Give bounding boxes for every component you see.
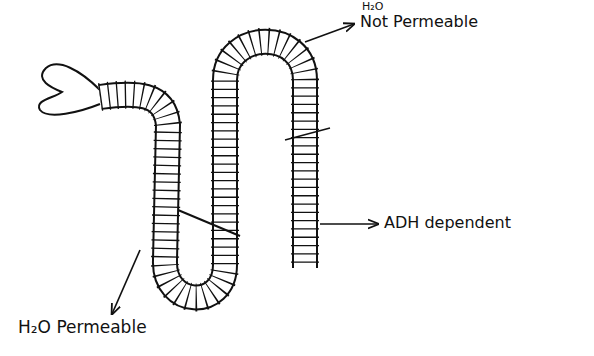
leader-line [305,24,354,42]
segment-mark [178,210,240,236]
callout-label: ADH dependent [384,214,511,232]
leader-line [320,223,378,225]
leader-line [112,250,140,314]
tubule-hatching [100,42,305,298]
callout-label: Not Permeable [360,13,478,31]
callout-label: H₂O Permeable [18,318,147,337]
tubule-wall [100,42,305,298]
segment-mark [285,128,330,140]
capsule-squiggle [39,64,100,114]
callout-label: H₂O [362,1,383,13]
tubule-lumen [100,42,305,298]
